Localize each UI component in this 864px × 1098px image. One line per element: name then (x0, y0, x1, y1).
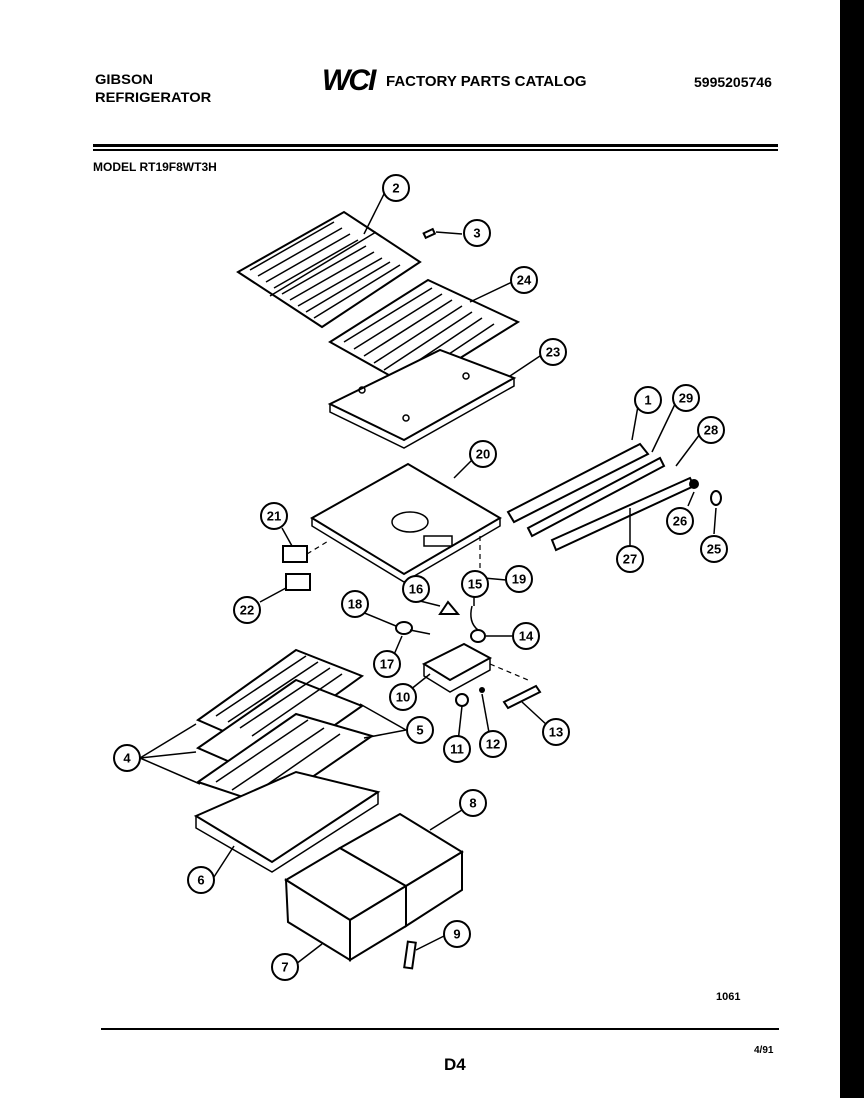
callout-26: 26 (666, 507, 694, 535)
rail-part-29 (526, 456, 666, 538)
wire-part-15 (470, 605, 479, 631)
crisper-drawers-part-7-8 (284, 812, 464, 962)
svg-text:9: 9 (453, 927, 460, 942)
revision-date: 4/91 (754, 1045, 774, 1056)
callout-13: 13 (542, 718, 570, 746)
bolt-part-25 (710, 490, 722, 506)
callout-25: 25 (700, 535, 728, 563)
logo-text: WCI (322, 64, 377, 95)
svg-text:4: 4 (123, 751, 131, 766)
svg-text:19: 19 (512, 572, 526, 587)
shelf-frame-part-24 (328, 278, 521, 390)
svg-text:7: 7 (281, 960, 288, 975)
callout-29: 29 (672, 384, 700, 412)
svg-text:8: 8 (469, 796, 476, 811)
svg-text:22: 22 (240, 603, 254, 618)
svg-text:2: 2 (392, 181, 399, 196)
header-rule-top (93, 144, 778, 147)
exploded-parts-diagram: 2 3 24 23 1 29 28 20 21 26 25 27 19 15 1… (113, 174, 728, 981)
callout-11: 11 (443, 735, 471, 763)
svg-text:1: 1 (644, 393, 651, 408)
wire-shelf-part-2 (236, 210, 422, 329)
callout-9: 9 (443, 920, 471, 948)
catalog-part-number: 5995205746 (694, 74, 772, 90)
header-rule-bottom (93, 149, 778, 151)
svg-text:18: 18 (348, 597, 362, 612)
model-number: MODEL RT19F8WT3H (93, 160, 217, 174)
callout-5: 5 (406, 716, 434, 744)
svg-text:10: 10 (396, 690, 410, 705)
callout-24: 24 (510, 266, 538, 294)
callout-22: 22 (233, 596, 261, 624)
svg-text:28: 28 (704, 423, 718, 438)
strip-part-13 (502, 684, 542, 710)
brand-block: GIBSON REFRIGERATOR (95, 70, 211, 106)
callout-28: 28 (697, 416, 725, 444)
callout-23: 23 (539, 338, 567, 366)
illustration-ref: 1061 (716, 991, 741, 1003)
svg-text:24: 24 (517, 273, 532, 288)
clip-part-12 (479, 687, 485, 693)
catalog-sheet: GIBSON REFRIGERATOR WCI FACTORY PARTS CA… (0, 0, 840, 1098)
svg-text:16: 16 (409, 582, 423, 597)
shelf-pin-part-3 (422, 227, 437, 240)
callout-3: 3 (463, 219, 491, 247)
svg-text:6: 6 (197, 873, 204, 888)
svg-text:15: 15 (468, 577, 482, 592)
page-id: D4 (444, 1055, 466, 1074)
catalog-title: FACTORY PARTS CATALOG (386, 73, 587, 90)
callout-16: 16 (402, 575, 430, 603)
rail-part-1 (506, 442, 650, 524)
callout-19: 19 (505, 565, 533, 593)
switch-part-14 (470, 629, 486, 643)
socket-part-21 (282, 545, 308, 563)
callout-17: 17 (373, 650, 401, 678)
svg-text:21: 21 (267, 509, 281, 524)
svg-text:29: 29 (679, 391, 693, 406)
socket-part-22 (285, 573, 311, 591)
svg-text:3: 3 (473, 226, 480, 241)
nut-part-26 (689, 479, 699, 489)
shelf-cover-part-23 (327, 348, 517, 449)
callout-15: 15 (461, 570, 489, 598)
callout-18: 18 (341, 590, 369, 618)
svg-text:20: 20 (476, 447, 490, 462)
callout-10: 10 (389, 683, 417, 711)
callout-1: 1 (634, 386, 662, 414)
callout-8: 8 (459, 789, 487, 817)
svg-text:12: 12 (486, 737, 500, 752)
handle-part-9 (403, 940, 417, 970)
svg-text:25: 25 (707, 542, 721, 557)
callout-7: 7 (271, 953, 299, 981)
callout-21: 21 (260, 502, 288, 530)
callout-balloons: 2 3 24 23 1 29 28 20 21 26 25 27 19 15 1… (113, 174, 728, 981)
callout-6: 6 (187, 866, 215, 894)
grommet-part-11 (455, 693, 469, 707)
svg-text:5: 5 (416, 723, 423, 738)
callout-2: 2 (382, 174, 410, 202)
svg-text:13: 13 (549, 725, 563, 740)
svg-text:17: 17 (380, 657, 394, 672)
bulb-part-16 (438, 600, 461, 615)
svg-text:23: 23 (546, 345, 560, 360)
callout-12: 12 (479, 730, 507, 758)
svg-text:14: 14 (519, 629, 534, 644)
callout-4: 4 (113, 744, 141, 772)
product-type: REFRIGERATOR (95, 89, 212, 105)
brand-name: GIBSON (95, 71, 153, 87)
svg-text:26: 26 (673, 514, 687, 529)
callout-14: 14 (512, 622, 540, 650)
lower-shelves-part-4-5 (195, 648, 375, 808)
footer-rule (101, 1028, 779, 1030)
svg-text:27: 27 (623, 552, 637, 567)
svg-text:11: 11 (450, 742, 464, 757)
callout-20: 20 (469, 440, 497, 468)
callout-27: 27 (616, 545, 644, 573)
wci-logo: WCI (322, 64, 379, 95)
crisper-cover-part-20 (310, 462, 502, 583)
knob-part-18 (395, 621, 413, 635)
